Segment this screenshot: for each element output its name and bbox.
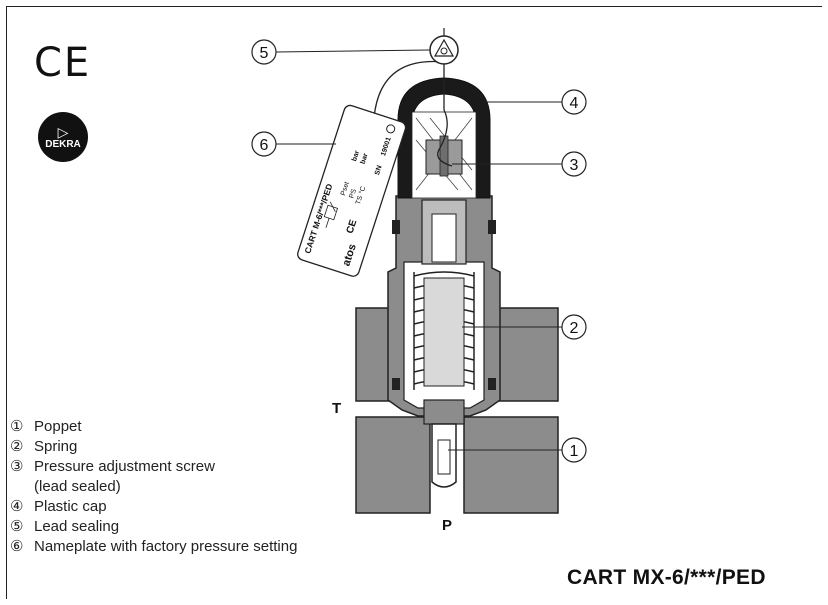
legend-text: Spring [34,438,78,455]
callout-2: 2 [462,314,587,340]
sealing-wire [373,58,453,167]
callout-5-number: 5 [260,45,269,62]
screw-slot [439,135,449,177]
legend-text: Pressure adjustment screw [34,458,215,475]
dekra-logo: ▷ DEKRA [38,112,88,162]
dekra-arrow-icon: ▷ [57,123,69,140]
spring-guide [423,277,465,387]
seal-upper-right [488,220,496,234]
ce-mark: CE [34,40,92,86]
nameplate-field-bar-2: bar [360,152,370,165]
poppet-head [423,399,465,425]
nameplate-field-bar-1: bar [351,150,361,163]
port-label-tank: T [332,400,341,417]
nameplate: CART M-6/***/PED atos Pset PS TS °C bar … [297,104,407,277]
callout-5: 5 [251,39,431,65]
manifold-block-upper-right [493,307,559,402]
nameplate-tag [297,104,407,277]
seal-upper-left [392,220,400,234]
legend-number: ⑥ [10,538,24,555]
callout-4-number: 4 [570,95,579,112]
nameplate-ce-mark: CE [345,218,360,235]
nameplate-field-pset: Pset [340,181,351,197]
legend-text: Poppet [34,418,82,435]
parts-legend: ① Poppet ② Spring ③ Pressure adjustment … [10,417,297,557]
callout-1: 1 [448,437,587,463]
legend-item-nameplate: ⑥ Nameplate with factory pressure settin… [10,537,297,557]
legend-item-adjustment-screw: ③ Pressure adjustment screw [10,457,297,477]
model-code: CART MX-6/***/PED [567,566,766,589]
legend-number: ⑤ [10,518,24,535]
nameplate-hole [386,124,396,134]
callout-3-number: 3 [570,157,579,174]
callout-1-number: 1 [570,443,579,460]
port-label-pressure: P [442,517,452,534]
nameplate-field-ps: PS [348,188,358,199]
lead-seal-dot-icon [440,47,448,55]
legend-item-lead-sealing: ⑤ Lead sealing [10,517,297,537]
manifold-block-lower-right [463,416,559,514]
callout-6-number: 6 [260,137,269,154]
legend-item-poppet: ① Poppet [10,417,297,437]
legend-number: ④ [10,498,24,515]
legend-text: Lead sealing [34,518,120,535]
lead-seal-triangle-icon [433,38,455,57]
figure-frame [6,6,822,599]
manifold-block-lower-left [355,416,431,514]
legend-number: ① [10,418,24,435]
plastic-cap [397,77,491,199]
nameplate-field-sn: SN [374,165,384,176]
legend-text: Nameplate with factory pressure setting [34,538,298,555]
callout-4: 4 [484,89,587,115]
nameplate-valve-symbol-icon [323,201,339,228]
dekra-text: DEKRA [45,138,81,150]
seal-lower-left [392,378,400,390]
legend-text-continued: (lead sealed) [34,478,121,495]
legend-item-spring: ② Spring [10,437,297,457]
callout-6: 6 [251,131,336,157]
seal-lower-right [488,378,496,390]
callout-3: 3 [452,151,587,177]
callout-2-number: 2 [570,320,579,337]
sleeve-bore [431,213,457,263]
legend-number: ③ [10,458,24,475]
legend-text: Plastic cap [34,498,107,515]
legend-item-plastic-cap: ④ Plastic cap [10,497,297,517]
poppet-bore [437,439,451,475]
legend-number: ② [10,438,24,455]
